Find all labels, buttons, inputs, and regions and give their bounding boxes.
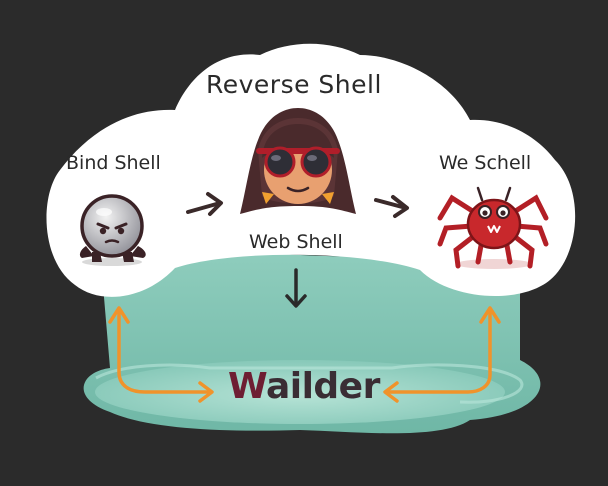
arrow-bind-to-reverse bbox=[186, 192, 223, 216]
brand-wordmark: Wailder bbox=[228, 366, 380, 407]
ghost-blob-icon bbox=[79, 194, 146, 266]
arrow-web-down bbox=[285, 268, 307, 308]
arrow-orange-right bbox=[383, 306, 501, 403]
red-spider-icon bbox=[437, 186, 549, 269]
reverse-shell-label: Reverse Shell bbox=[206, 70, 382, 99]
we-schell-label: We Schell bbox=[439, 152, 532, 174]
arrow-reverse-to-we bbox=[374, 195, 409, 218]
arrow-orange-left bbox=[108, 306, 214, 403]
brand-initial: W bbox=[228, 366, 266, 407]
water-pool bbox=[83, 250, 541, 434]
hooded-hacker-icon bbox=[240, 108, 356, 214]
brand-rest: ailder bbox=[265, 366, 380, 407]
web-shell-label: Web Shell bbox=[249, 231, 343, 253]
bind-shell-label: Bind Shell bbox=[66, 152, 161, 174]
